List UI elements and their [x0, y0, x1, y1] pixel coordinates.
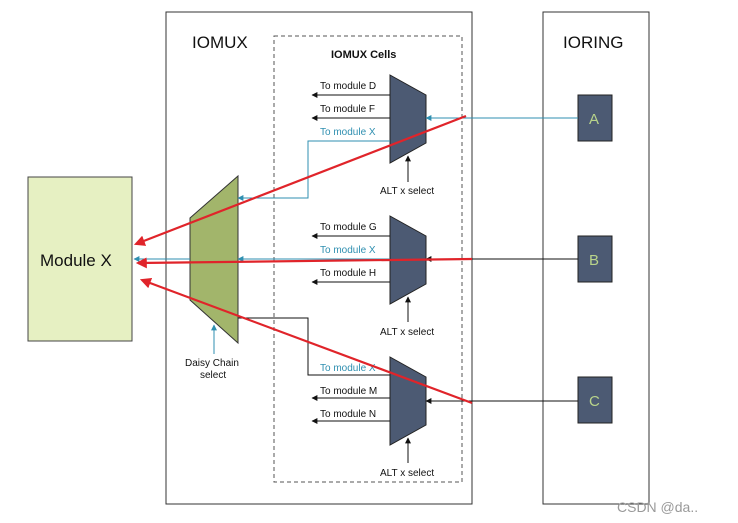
pad-b — [577, 235, 613, 283]
mux2-label-h: To module H — [320, 268, 376, 279]
pad-a-label: A — [589, 111, 599, 128]
pad-b-label: B — [589, 252, 599, 269]
daisy-chain-mux — [189, 174, 239, 345]
cell-mux-3 — [389, 356, 427, 446]
iomux-cells-title: IOMUX Cells — [331, 49, 396, 61]
module-x-box — [27, 176, 133, 342]
mux1-to-daisy — [237, 140, 390, 201]
mux1-label-f: To module F — [320, 104, 375, 115]
pad-c-label: C — [589, 393, 600, 410]
mux3-label-m: To module M — [320, 386, 377, 397]
mux3-to-daisy — [238, 317, 390, 376]
mux3-label-n: To module N — [320, 409, 376, 420]
mux3-label-x: To module X — [320, 363, 376, 374]
red-arrow-from-a — [133, 114, 467, 246]
watermark: CSDN @da.. — [617, 499, 698, 515]
ioring-box — [542, 11, 650, 505]
mux3-select-label: ALT x select — [380, 468, 434, 479]
red-arrow-from-c — [139, 277, 473, 405]
cell-mux-1 — [389, 74, 427, 164]
ioring-title: IORING — [563, 33, 623, 52]
iomux-title: IOMUX — [192, 33, 248, 52]
daisy-chain-label-2: select — [200, 370, 226, 381]
mux1-label-d: To module D — [320, 81, 376, 92]
mux1-select-label: ALT x select — [380, 186, 434, 197]
daisy-chain-label-1: Daisy Chain — [185, 358, 239, 369]
mux1-label-x: To module X — [320, 127, 376, 138]
mux2-label-x: To module X — [320, 245, 376, 256]
red-arrow-from-b — [135, 257, 473, 269]
mux2-label-g: To module G — [320, 222, 377, 233]
mux2-select-label: ALT x select — [380, 327, 434, 338]
iomux-box — [165, 11, 473, 505]
pad-c — [577, 376, 613, 424]
module-x-label: Module X — [40, 251, 112, 270]
